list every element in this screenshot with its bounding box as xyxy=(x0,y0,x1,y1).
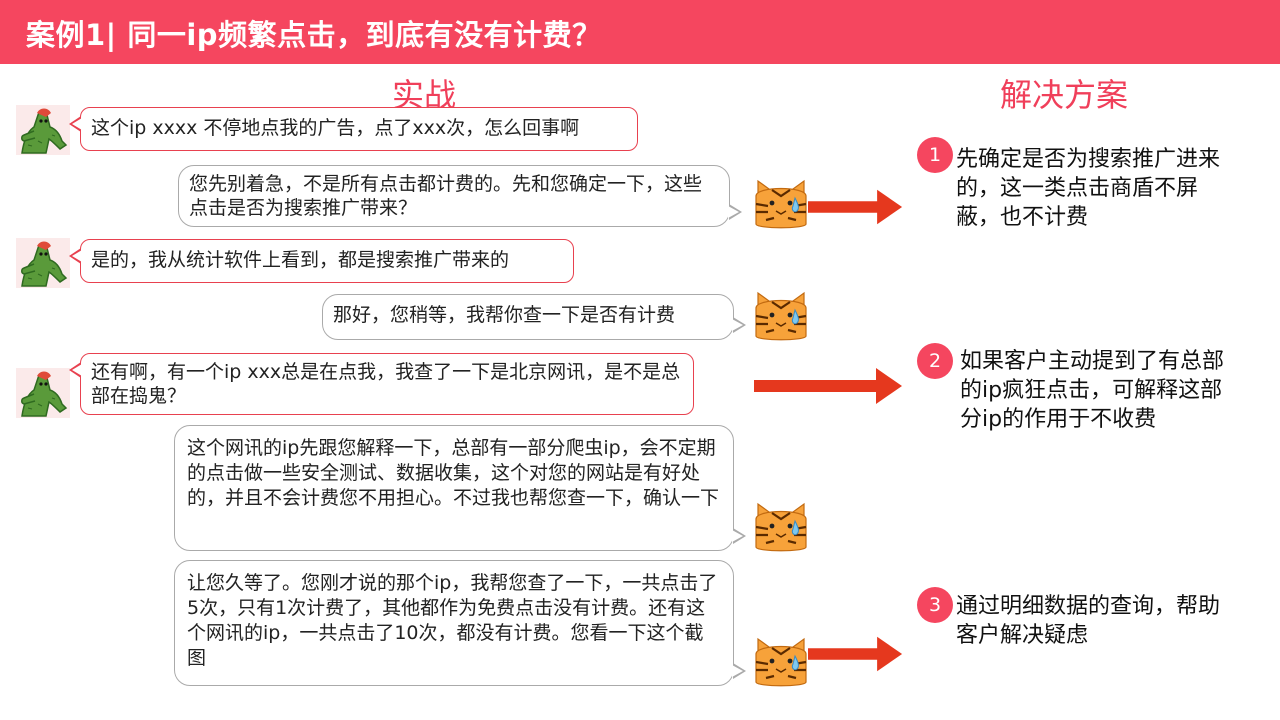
step-number-badge: 2 xyxy=(917,343,953,379)
right-arrow-icon xyxy=(754,368,902,404)
message-text: 您先别着急，不是所有点击都计费的。先和您确定一下，这些点击是否为搜索推广带来？ xyxy=(189,173,703,219)
cactus-avatar-icon xyxy=(16,368,70,418)
tiger-avatar-icon xyxy=(752,636,810,688)
message-text: 让您久等了。您刚才说的那个ip，我帮您查了一下，一共点击了5次，只有1次计费了，… xyxy=(187,572,718,669)
tiger-avatar-icon xyxy=(752,178,810,230)
cactus-avatar-icon xyxy=(16,238,70,288)
solution-text-1: 先确定是否为搜索推广进来的，这一类点击商盾不屏蔽，也不计费 xyxy=(956,147,1221,230)
customer-message-2: 是的，我从统计软件上看到，都是搜索推广带来的 xyxy=(69,239,574,283)
message-text: 还有啊，有一个ip xxx总是在点我，我查了一下是北京网讯，是不是总部在捣鬼？ xyxy=(91,361,681,407)
customer-message-3: 还有啊，有一个ip xxx总是在点我，我查了一下是北京网讯，是不是总部在捣鬼？ xyxy=(69,353,694,415)
tiger-avatar-icon xyxy=(752,290,810,342)
agent-message-1: 您先别着急，不是所有点击都计费的。先和您确定一下，这些点击是否为搜索推广带来？ xyxy=(178,165,742,227)
message-text: 是的，我从统计软件上看到，都是搜索推广带来的 xyxy=(91,249,510,271)
right-arrow-icon xyxy=(808,187,904,227)
step-number-badge: 3 xyxy=(917,587,953,623)
right-section-title: 解决方案 xyxy=(1000,76,1129,114)
right-arrow-icon xyxy=(808,634,904,674)
message-text: 那好，您稍等，我帮你查一下是否有计费 xyxy=(333,304,676,326)
title-bar: 案例1| 同一ip频繁点击，到底有没有计费？ xyxy=(0,0,1280,64)
page-title: 案例1| 同一ip频繁点击，到底有没有计费？ xyxy=(26,18,602,52)
message-text: 这个网讯的ip先跟您解释一下，总部有一部分爬虫ip，会不定期的点击做一些安全测试… xyxy=(187,437,720,509)
agent-message-4: 让您久等了。您刚才说的那个ip，我帮您查了一下，一共点击了5次，只有1次计费了，… xyxy=(174,560,746,686)
step-number-badge: 1 xyxy=(917,137,953,173)
cactus-avatar-icon xyxy=(16,105,70,155)
message-text: 这个ip xxxx 不停地点我的广告，点了xxx次，怎么回事啊 xyxy=(91,117,580,139)
solution-text-2: 如果客户主动提到了有总部的ip疯狂点击，可解释这部分ip的作用于不收费 xyxy=(960,349,1225,432)
customer-message-1: 这个ip xxxx 不停地点我的广告，点了xxx次，怎么回事啊 xyxy=(69,107,638,151)
tiger-avatar-icon xyxy=(752,501,810,553)
agent-message-3: 这个网讯的ip先跟您解释一下，总部有一部分爬虫ip，会不定期的点击做一些安全测试… xyxy=(174,425,746,551)
solution-text-3: 通过明细数据的查询，帮助客户解决疑虑 xyxy=(956,594,1221,648)
agent-message-2: 那好，您稍等，我帮你查一下是否有计费 xyxy=(322,294,746,340)
